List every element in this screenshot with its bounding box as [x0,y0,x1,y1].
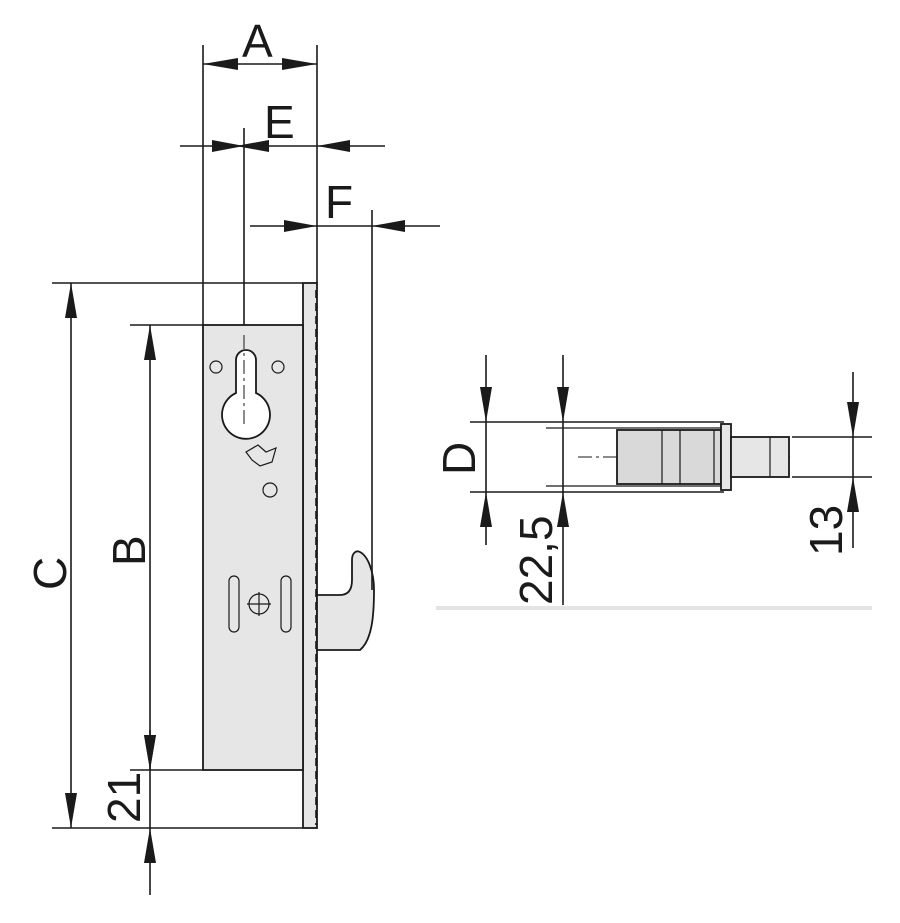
side-bolt [730,436,790,478]
small-hole [262,482,278,498]
screw-hole-left [209,360,223,374]
dimension-13: 13 [792,372,872,556]
front-view [202,282,375,829]
faceplate [302,282,318,829]
label-c: C [24,557,76,590]
dimension-d: D [433,355,492,545]
label-a: A [242,15,273,67]
screw-hole-right [271,360,285,374]
dimension-c: C [24,282,303,829]
label-b: B [103,535,155,566]
label-22-5: 22,5 [510,515,562,605]
dimension-e: E [180,96,385,325]
dimension-22-5: 22,5 [510,355,569,605]
label-13: 13 [800,505,852,556]
hook-bolt [316,550,375,651]
side-view [470,421,790,493]
dimension-f: F [250,176,440,590]
cylinder-block [616,429,722,485]
label-d: D [433,442,485,475]
label-e: E [264,96,295,148]
slot-left [228,575,240,633]
slot-right [280,575,292,633]
side-faceplate [720,423,732,491]
label-f: F [325,176,353,228]
label-21: 21 [98,772,150,823]
dimension-b: B [103,324,203,771]
cylinder-keyhole [221,349,271,440]
cam-shape [245,444,277,467]
dimension-21: 21 [98,730,156,895]
dimension-a: A [202,15,318,325]
